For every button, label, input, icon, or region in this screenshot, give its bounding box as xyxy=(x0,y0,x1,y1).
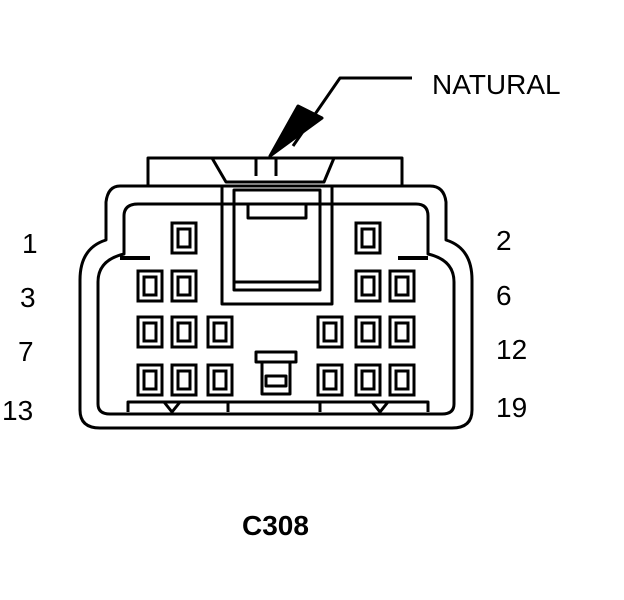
pin-cavity xyxy=(170,221,198,255)
pin-cavity-inner xyxy=(394,321,410,343)
pin-label-12: 12 xyxy=(496,334,528,365)
pin-cavity xyxy=(354,269,382,303)
pin-cavity xyxy=(388,315,416,349)
pin-label-1: 1 xyxy=(22,228,38,259)
pin-cavities xyxy=(136,221,416,397)
pin-label-19: 19 xyxy=(496,392,528,423)
pin-cavity xyxy=(316,363,344,397)
pin-cavity-inner xyxy=(322,321,338,343)
pin-cavity-inner xyxy=(360,321,376,343)
pin-cavity xyxy=(354,221,382,255)
connector-id-label: C308 xyxy=(242,510,309,541)
pin-cavity-inner xyxy=(176,275,192,297)
pin-cavity-inner xyxy=(142,369,158,391)
pin-label-2: 2 xyxy=(496,225,512,256)
pin-cavity xyxy=(170,269,198,303)
pin-cavity-inner xyxy=(212,321,228,343)
pin-label-13: 13 xyxy=(2,395,34,426)
connector-outer-body xyxy=(78,184,474,430)
pin-cavity xyxy=(316,315,344,349)
pin-label-7: 7 xyxy=(18,336,34,367)
pin-cavity xyxy=(206,315,234,349)
pin-cavity xyxy=(170,315,198,349)
pin-cavity xyxy=(354,363,382,397)
pin-cavity-inner xyxy=(142,321,158,343)
natural-color-label: NATURAL xyxy=(432,69,561,100)
pin-cavity-inner xyxy=(394,369,410,391)
pin-cavity xyxy=(136,269,164,303)
pin-cavity xyxy=(136,363,164,397)
pin-cavity xyxy=(388,363,416,397)
pin-cavity-inner xyxy=(212,369,228,391)
pin-cavity-inner xyxy=(176,369,192,391)
pin-cavity xyxy=(206,363,234,397)
pin-cavity-inner xyxy=(322,369,338,391)
pin-cavity xyxy=(354,315,382,349)
bottom-rail xyxy=(126,400,430,412)
pin-cavity-inner xyxy=(142,275,158,297)
pin-label-3: 3 xyxy=(20,282,36,313)
pin-label-6: 6 xyxy=(496,280,512,311)
latch-wedge xyxy=(210,157,336,184)
pin-cavity-inner xyxy=(360,275,376,297)
natural-arrowhead xyxy=(268,104,324,158)
pin-cavity-inner xyxy=(176,321,192,343)
pin-cavity xyxy=(136,315,164,349)
pin-cavity-inner xyxy=(394,275,410,297)
pin-cavity xyxy=(388,269,416,303)
latch-window-outer xyxy=(220,184,334,306)
pin-cavity-inner xyxy=(360,227,376,249)
connector-inner-body xyxy=(96,202,456,416)
pin-cavity-inner xyxy=(360,369,376,391)
pin-cavity-inner xyxy=(176,227,192,249)
pin-cavity xyxy=(170,363,198,397)
